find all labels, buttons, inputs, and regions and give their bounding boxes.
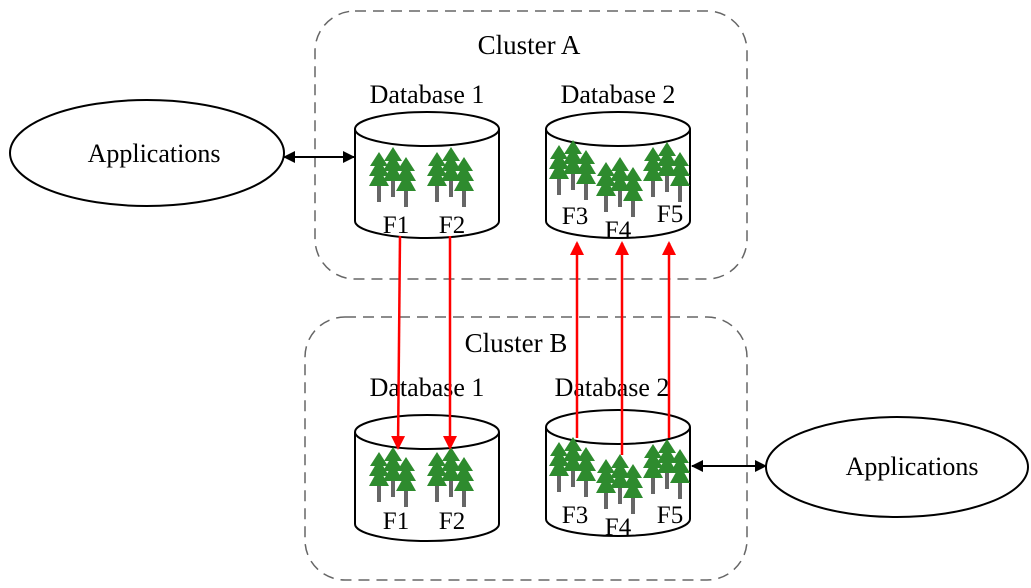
applications-bottom-label: Applications — [846, 452, 979, 481]
forest-f3-b-label: F3 — [562, 502, 588, 529]
forest-f2-b-label: F2 — [439, 508, 465, 535]
cluster-a-title: Cluster A — [478, 30, 581, 60]
database-a1-label: Database 1 — [370, 80, 485, 109]
forest-f1-b-label: F1 — [383, 508, 409, 535]
forest-f1-a-label: F1 — [383, 212, 409, 239]
database-a2-label: Database 2 — [561, 80, 676, 109]
cluster-a-boundary — [314, 10, 748, 280]
forest-f5-b-label: F5 — [657, 502, 683, 529]
replication-arrow-f1 — [391, 235, 406, 450]
forest-f4-b-label: F4 — [605, 514, 632, 541]
database-b1-label: Database 1 — [370, 373, 485, 402]
cluster-b-boundary — [304, 316, 748, 581]
database-b2-label: Database 2 — [555, 373, 670, 402]
forest-f5-a-label: F5 — [657, 201, 683, 228]
forest-f4-a-label: F4 — [605, 217, 632, 244]
cluster-b-title: Cluster B — [465, 328, 568, 358]
forest-f3-a-label: F3 — [562, 203, 588, 230]
applications-top-label: Applications — [88, 139, 221, 168]
forest-f2-a-label: F2 — [439, 212, 465, 239]
